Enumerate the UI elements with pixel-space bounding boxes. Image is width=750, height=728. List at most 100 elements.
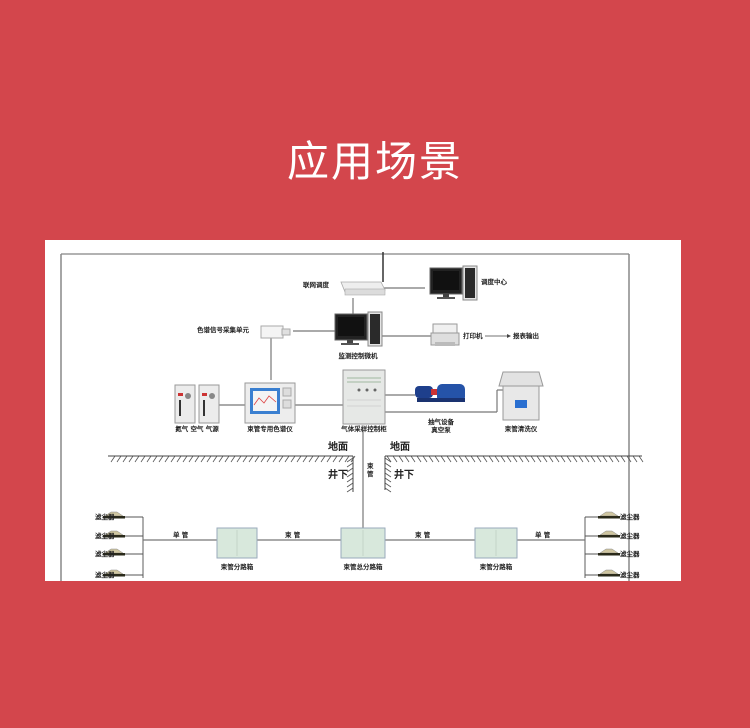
dust-filter-icon <box>598 530 620 538</box>
hatch-mark <box>384 472 392 478</box>
hatch-mark <box>346 482 354 488</box>
filter-connectors-left <box>125 516 143 576</box>
gas-source-icon <box>174 384 220 424</box>
hatch-mark <box>384 457 392 463</box>
hatch-mark <box>266 455 272 463</box>
hatch-mark <box>392 455 398 463</box>
hatch-mark <box>278 455 284 463</box>
filter-label-right-1: 滤尘器 <box>620 513 640 521</box>
filter-label-right-3: 滤尘器 <box>620 550 640 558</box>
hatch-mark <box>254 455 260 463</box>
hatch-mark <box>422 455 428 463</box>
hatch-mark <box>140 455 146 463</box>
dust-filter-icon <box>103 548 125 556</box>
hatch-mark <box>620 455 626 463</box>
single-tube-label-right: 单 管 <box>535 531 551 539</box>
hatch-mark <box>578 455 584 463</box>
hatch-mark <box>614 455 620 463</box>
hatch-mark <box>242 455 248 463</box>
filter-label-right-2: 滤尘器 <box>620 532 640 540</box>
hatch-mark <box>182 455 188 463</box>
hatch-mark <box>500 455 506 463</box>
hatch-mark <box>384 462 392 468</box>
hatch-mark <box>344 455 350 463</box>
hatch-mark <box>146 455 152 463</box>
dust-filter-icon <box>598 511 620 519</box>
hatch-mark <box>230 455 236 463</box>
filter-label-right-4: 滤尘器 <box>620 571 640 579</box>
router-icon <box>340 252 386 296</box>
connection-lines <box>142 287 586 578</box>
hatch-mark <box>346 467 354 473</box>
single-tube-label-left: 单 管 <box>173 531 189 539</box>
hatch-mark <box>206 455 212 463</box>
dust-filter-icon <box>103 511 125 519</box>
hatch-mark <box>188 455 194 463</box>
hatch-mark <box>128 455 134 463</box>
printer-label: 打印机 <box>463 332 483 340</box>
tube-cleaner-label: 束管清洗仪 <box>504 425 538 433</box>
hatch-mark <box>332 455 338 463</box>
hatch-mark <box>218 455 224 463</box>
hatch-mark <box>464 455 470 463</box>
filter-connectors-right <box>585 516 600 576</box>
hatch-mark <box>596 455 602 463</box>
chromatograph-label: 束管专用色谱仪 <box>247 425 293 433</box>
hatch-mark <box>164 455 170 463</box>
hatch-mark <box>290 455 296 463</box>
signal-unit-label: 色谱信号采集单元 <box>197 326 249 334</box>
hatch-mark <box>530 455 536 463</box>
hatch-mark <box>470 455 476 463</box>
hatch-mark <box>122 455 128 463</box>
hatch-mark <box>260 455 266 463</box>
page-title: 应用场景 <box>286 137 463 186</box>
chromatograph-icon <box>244 382 296 424</box>
hatch-mark <box>410 455 416 463</box>
hatch-mark <box>224 455 230 463</box>
hatch-mark <box>548 455 554 463</box>
hatch-mark <box>476 455 482 463</box>
hatch-mark <box>572 455 578 463</box>
ground-surface-left <box>108 455 356 493</box>
branch-box-left-icon <box>216 527 258 559</box>
hatch-mark <box>494 455 500 463</box>
hatch-mark <box>428 455 434 463</box>
hatch-mark <box>296 455 302 463</box>
vacuum-pump-icon <box>415 384 465 402</box>
hatch-mark <box>440 455 446 463</box>
dispatch-center-label: 调度中心 <box>481 278 507 286</box>
hatch-mark <box>176 455 182 463</box>
hatch-mark <box>602 455 608 463</box>
dust-filter-icon <box>103 569 125 577</box>
hatch-mark <box>338 455 344 463</box>
hatch-mark <box>446 455 452 463</box>
hatch-mark <box>346 487 354 493</box>
vacuum-pump-label-1: 抽气设备 <box>428 418 454 426</box>
hatch-mark <box>554 455 560 463</box>
sampling-cabinet-icon <box>342 369 386 425</box>
hatch-mark <box>482 455 488 463</box>
system-diagram: 联网调度 调度中心 监测控制微机 打印机 报表输出 色谱信号采集单元 氮气 空气… <box>45 240 681 581</box>
branch-box-right-label: 束管分路箱 <box>479 563 513 571</box>
branch-box-left-label: 束管分路箱 <box>220 563 254 571</box>
hatch-mark <box>384 477 392 483</box>
hatch-mark <box>512 455 518 463</box>
hatch-mark <box>284 455 290 463</box>
printer-icon <box>430 323 460 346</box>
hatch-mark <box>524 455 530 463</box>
hatch-mark <box>152 455 158 463</box>
hatch-mark <box>200 455 206 463</box>
arrow-icon <box>485 334 511 338</box>
underground-label-right: 井下 <box>394 470 414 481</box>
hatch-mark <box>626 455 632 463</box>
router-label: 联网调度 <box>303 281 329 289</box>
hatch-mark <box>308 455 314 463</box>
hatch-mark <box>566 455 572 463</box>
bundle-tube-vertical-label: 束管 <box>367 462 374 478</box>
hatch-mark <box>386 455 392 463</box>
bundle-tube-label-left: 束 管 <box>285 531 301 539</box>
hatch-mark <box>384 487 392 493</box>
diagram-frame <box>60 253 630 581</box>
hatch-mark <box>590 455 596 463</box>
monitoring-computer-label: 监测控制微机 <box>338 352 378 360</box>
